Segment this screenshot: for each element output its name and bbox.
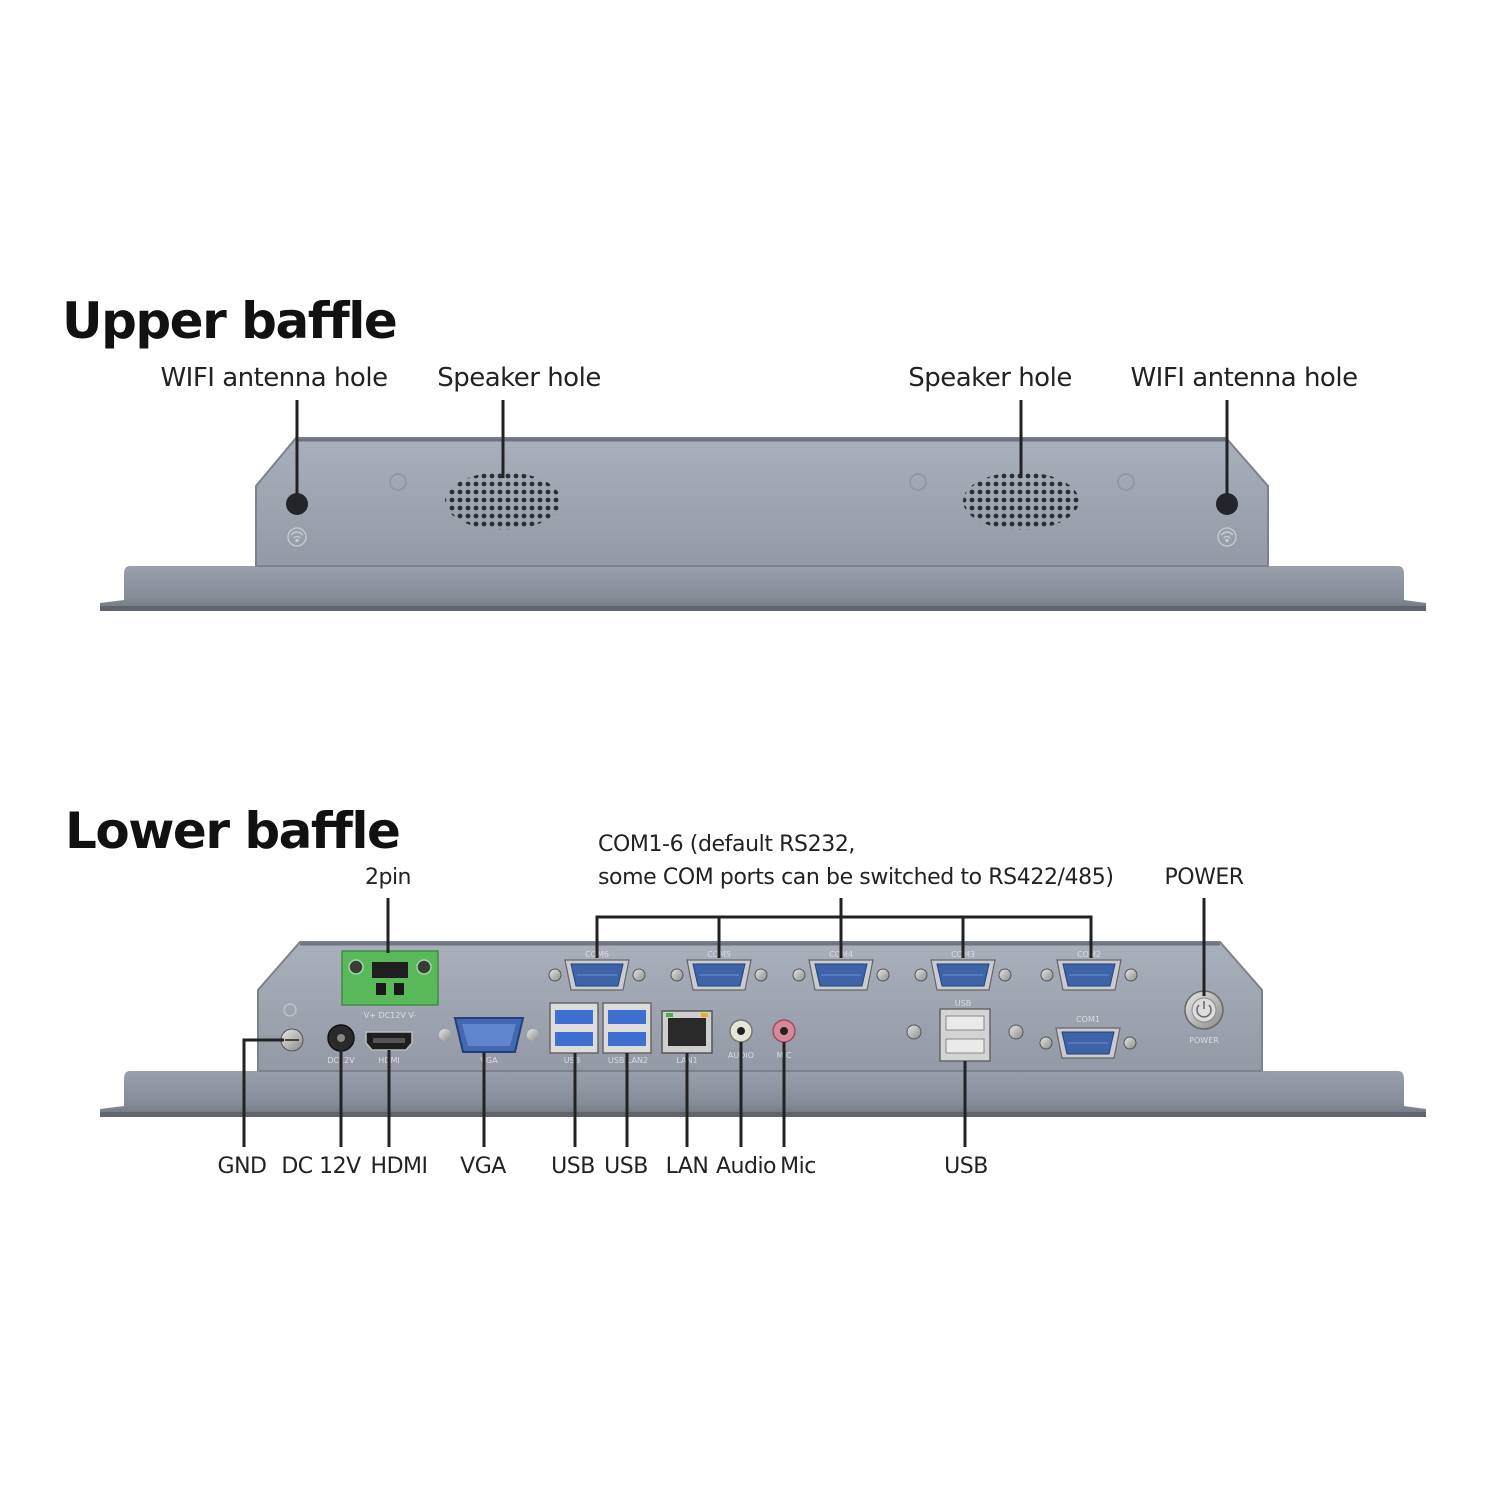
com2-port	[1040, 959, 1138, 991]
speaker-hole-left	[445, 472, 561, 530]
label-com-line-2: some COM ports can be switched to RS422/…	[598, 865, 1114, 890]
power-button	[1184, 990, 1224, 1030]
label-wifi-antenna-hole-left: WIFI antenna hole	[160, 363, 388, 393]
label-com-line-1: COM1-6 (default RS232,	[598, 832, 856, 857]
label-audio: Audio	[715, 1154, 777, 1179]
wifi-antenna-hole-left	[286, 493, 308, 515]
silk-power: POWER	[1189, 1036, 1219, 1045]
usb-stack-2	[602, 1002, 652, 1054]
lower-leader-lines	[242, 898, 1206, 1147]
wifi-antenna-hole-right	[1216, 493, 1238, 515]
silk-vga: VGA	[480, 1056, 498, 1065]
lower-bezel	[100, 1071, 1426, 1117]
label-speaker-hole-right: Speaker hole	[908, 363, 1072, 393]
com6-port	[548, 959, 646, 991]
silk-usb-top: USB	[955, 999, 971, 1008]
upper-housing	[255, 437, 1269, 567]
upper-device	[100, 400, 1426, 611]
com1-port	[1039, 1027, 1137, 1059]
label-usb-1: USB	[551, 1154, 595, 1179]
com5-port	[670, 959, 768, 991]
silk-com2: COM2	[1077, 950, 1101, 959]
label-hdmi: HDMI	[370, 1154, 428, 1179]
silk-com1: COM1	[1076, 1015, 1100, 1024]
dc-12v-jack	[327, 1024, 355, 1052]
lower-device: COM6 COM5 COM4 COM3 COM2 COM1 USB POWER …	[100, 898, 1426, 1147]
usb-stack-1	[549, 1002, 599, 1054]
label-usb-2: USB	[604, 1154, 648, 1179]
two-pin-terminal	[341, 950, 439, 1006]
hdmi-port	[365, 1031, 413, 1051]
lower-baffle-title: Lower baffle	[65, 802, 401, 860]
gnd-screw	[280, 1003, 304, 1052]
usb-stack-3	[939, 1008, 991, 1062]
audio-jack	[729, 1019, 753, 1043]
upper-leader-lines	[295, 400, 1229, 494]
label-wifi-antenna-hole-right: WIFI antenna hole	[1130, 363, 1358, 393]
lan-port	[661, 1010, 713, 1054]
upper-bezel	[100, 566, 1426, 611]
label-lan: LAN	[665, 1154, 709, 1179]
mic-jack	[772, 1019, 796, 1043]
com4-port	[792, 959, 890, 991]
label-mic: Mic	[780, 1154, 816, 1179]
label-speaker-hole-left: Speaker hole	[437, 363, 601, 393]
upper-baffle-title: Upper baffle	[62, 292, 398, 350]
label-vga: VGA	[460, 1154, 506, 1179]
label-2pin: 2pin	[364, 865, 412, 890]
silk-usb-a: USB	[564, 1056, 580, 1065]
com3-port	[914, 959, 1012, 991]
label-gnd: GND	[217, 1154, 267, 1179]
speaker-hole-right	[963, 472, 1079, 530]
com-ports	[548, 959, 1138, 1059]
wifi-icon	[1217, 527, 1237, 547]
label-usb-3: USB	[944, 1154, 988, 1179]
silk-terminal: V+ DC12V V-	[364, 1011, 417, 1020]
label-dc-12v: DC 12V	[281, 1154, 361, 1179]
label-power: POWER	[1164, 865, 1244, 890]
wifi-icon	[287, 527, 307, 547]
vga-port	[439, 1017, 539, 1053]
